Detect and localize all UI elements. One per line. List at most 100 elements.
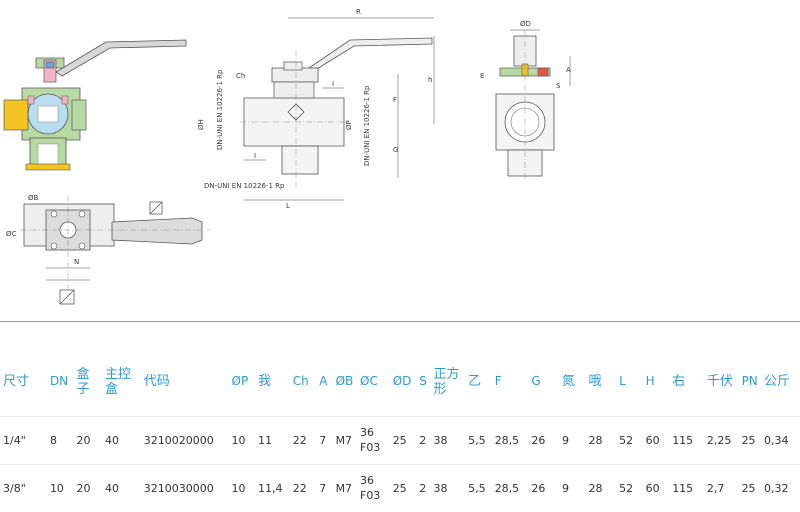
dim-label-op: ØP [345, 120, 353, 130]
table-cell: 2,7 [703, 463, 739, 512]
table-cell: 2 [416, 463, 431, 512]
table-cell: 26 [528, 463, 560, 512]
table-cell: 38 [430, 463, 466, 512]
table-cell: 22 [289, 463, 317, 512]
dim-label-a: A [566, 66, 571, 74]
section-view-drawing [3, 39, 187, 171]
table-cell: 9 [559, 415, 586, 464]
column-header: L [619, 374, 626, 389]
table-cell: 11 [255, 415, 290, 464]
dim-label-s: S [556, 82, 561, 90]
column-header: 我 [258, 374, 272, 390]
column-header: 氮 [562, 374, 576, 390]
column-header: H [645, 374, 655, 389]
table-cell: 8 [46, 415, 74, 464]
column-header: 盒子 [76, 366, 90, 397]
column-header: 主控盒 [105, 366, 132, 397]
table-cell: 28,5 [491, 463, 529, 512]
column-header: ØC [360, 374, 378, 389]
dim-label-h: h [428, 76, 432, 84]
column-header: Ch [292, 374, 309, 389]
column-header: S [419, 374, 427, 389]
table-cell: 25 [389, 415, 417, 464]
table-cell: 28 [585, 463, 617, 512]
table-cell: 2 [416, 415, 431, 464]
column-header: PN [741, 374, 758, 389]
table-cell: M7 [332, 463, 358, 512]
dim-label-ch: Ch [236, 72, 245, 80]
dim-label-l: L [286, 202, 290, 210]
front-view-drawing: R h F G L Ch I I ØH ØP DN-UNI EN 10226-1… [197, 8, 435, 210]
drawings-svg: N ØC ØB R h F G L Ch I I ØH ØP DN-UNI EN… [3, 8, 571, 305]
table-cell: 60 [642, 415, 670, 464]
table-cell: 25 [738, 463, 761, 512]
table-cell: 26 [528, 415, 560, 464]
dim-label-f: F [393, 96, 397, 104]
table-cell: 28,5 [491, 415, 529, 464]
table-cell: 52 [616, 415, 643, 464]
column-header: DN [49, 374, 69, 389]
table-cell: 22 [289, 415, 317, 464]
dim-label-r: R [356, 8, 361, 16]
table-cell: 9 [559, 463, 586, 512]
column-header: 右 [672, 374, 686, 390]
table-cell: 38 [430, 415, 466, 464]
table-cell: 10 [228, 415, 256, 464]
table-cell: 5,5 [465, 463, 492, 512]
side-view-drawing: ØD E A S [480, 20, 571, 180]
dim-label-ob: ØB [28, 194, 39, 202]
table-cell: 36 F03 [357, 463, 390, 512]
dim-label-g: G [393, 146, 398, 154]
table-cell: 0,32 [761, 463, 800, 512]
table-cell: 7 [316, 415, 333, 464]
table-cell: 25 [738, 415, 761, 464]
table-cell: 5,5 [465, 415, 492, 464]
top-view-drawing: N ØC ØB [6, 194, 210, 305]
thread-norm-bottom: DN-UNI EN 10226-1 Rp [204, 182, 285, 190]
column-header: ØD [392, 374, 412, 389]
column-header: F [494, 374, 502, 389]
dim-label-e: E [480, 72, 484, 80]
column-header: 千伏 [706, 374, 733, 390]
table-cell: 11,4 [255, 463, 290, 512]
table-cell: 52 [616, 463, 643, 512]
table-cell: 20 [73, 415, 103, 464]
thread-norm-left: DN-UNI EN 10226-1 Rp [216, 69, 224, 150]
table-cell: 3/8" [0, 463, 47, 512]
table-cell: 10 [228, 463, 256, 512]
table-cell: 60 [642, 463, 670, 512]
table-cell: 25 [389, 463, 417, 512]
table-cell: 115 [669, 415, 704, 464]
dim-label-oc: ØC [6, 230, 17, 238]
table-cell: 115 [669, 463, 704, 512]
technical-drawings: N ØC ØB R h F G L Ch I I ØH ØP DN-UNI EN… [3, 8, 571, 305]
dim-label-od: ØD [520, 20, 531, 28]
column-header: 公斤 [764, 374, 791, 390]
column-header: 正方形 [433, 366, 460, 397]
thread-norm-right: DN-UNI EN 10226-1 Rp [363, 85, 371, 166]
dim-label-i-left: I [254, 152, 256, 160]
table-cell: 40 [102, 415, 141, 464]
table-cell: 1/4" [0, 415, 47, 464]
table-cell: 10 [46, 463, 74, 512]
column-header: G [531, 374, 541, 389]
section-divider [0, 321, 800, 322]
table-cell: 3210020000 [140, 415, 229, 464]
dim-label-oh: ØH [197, 119, 205, 130]
column-header: 尺寸 [3, 374, 30, 390]
dim-label-n: N [74, 258, 79, 266]
table-cell: 40 [102, 463, 141, 512]
column-header: 哦 [588, 374, 602, 390]
table-cell: 20 [73, 463, 103, 512]
column-header: 代码 [143, 374, 170, 390]
table-cell: 7 [316, 463, 333, 512]
table-cell: 2,25 [703, 415, 739, 464]
column-header: A [319, 374, 328, 389]
column-header: 乙 [468, 374, 482, 390]
